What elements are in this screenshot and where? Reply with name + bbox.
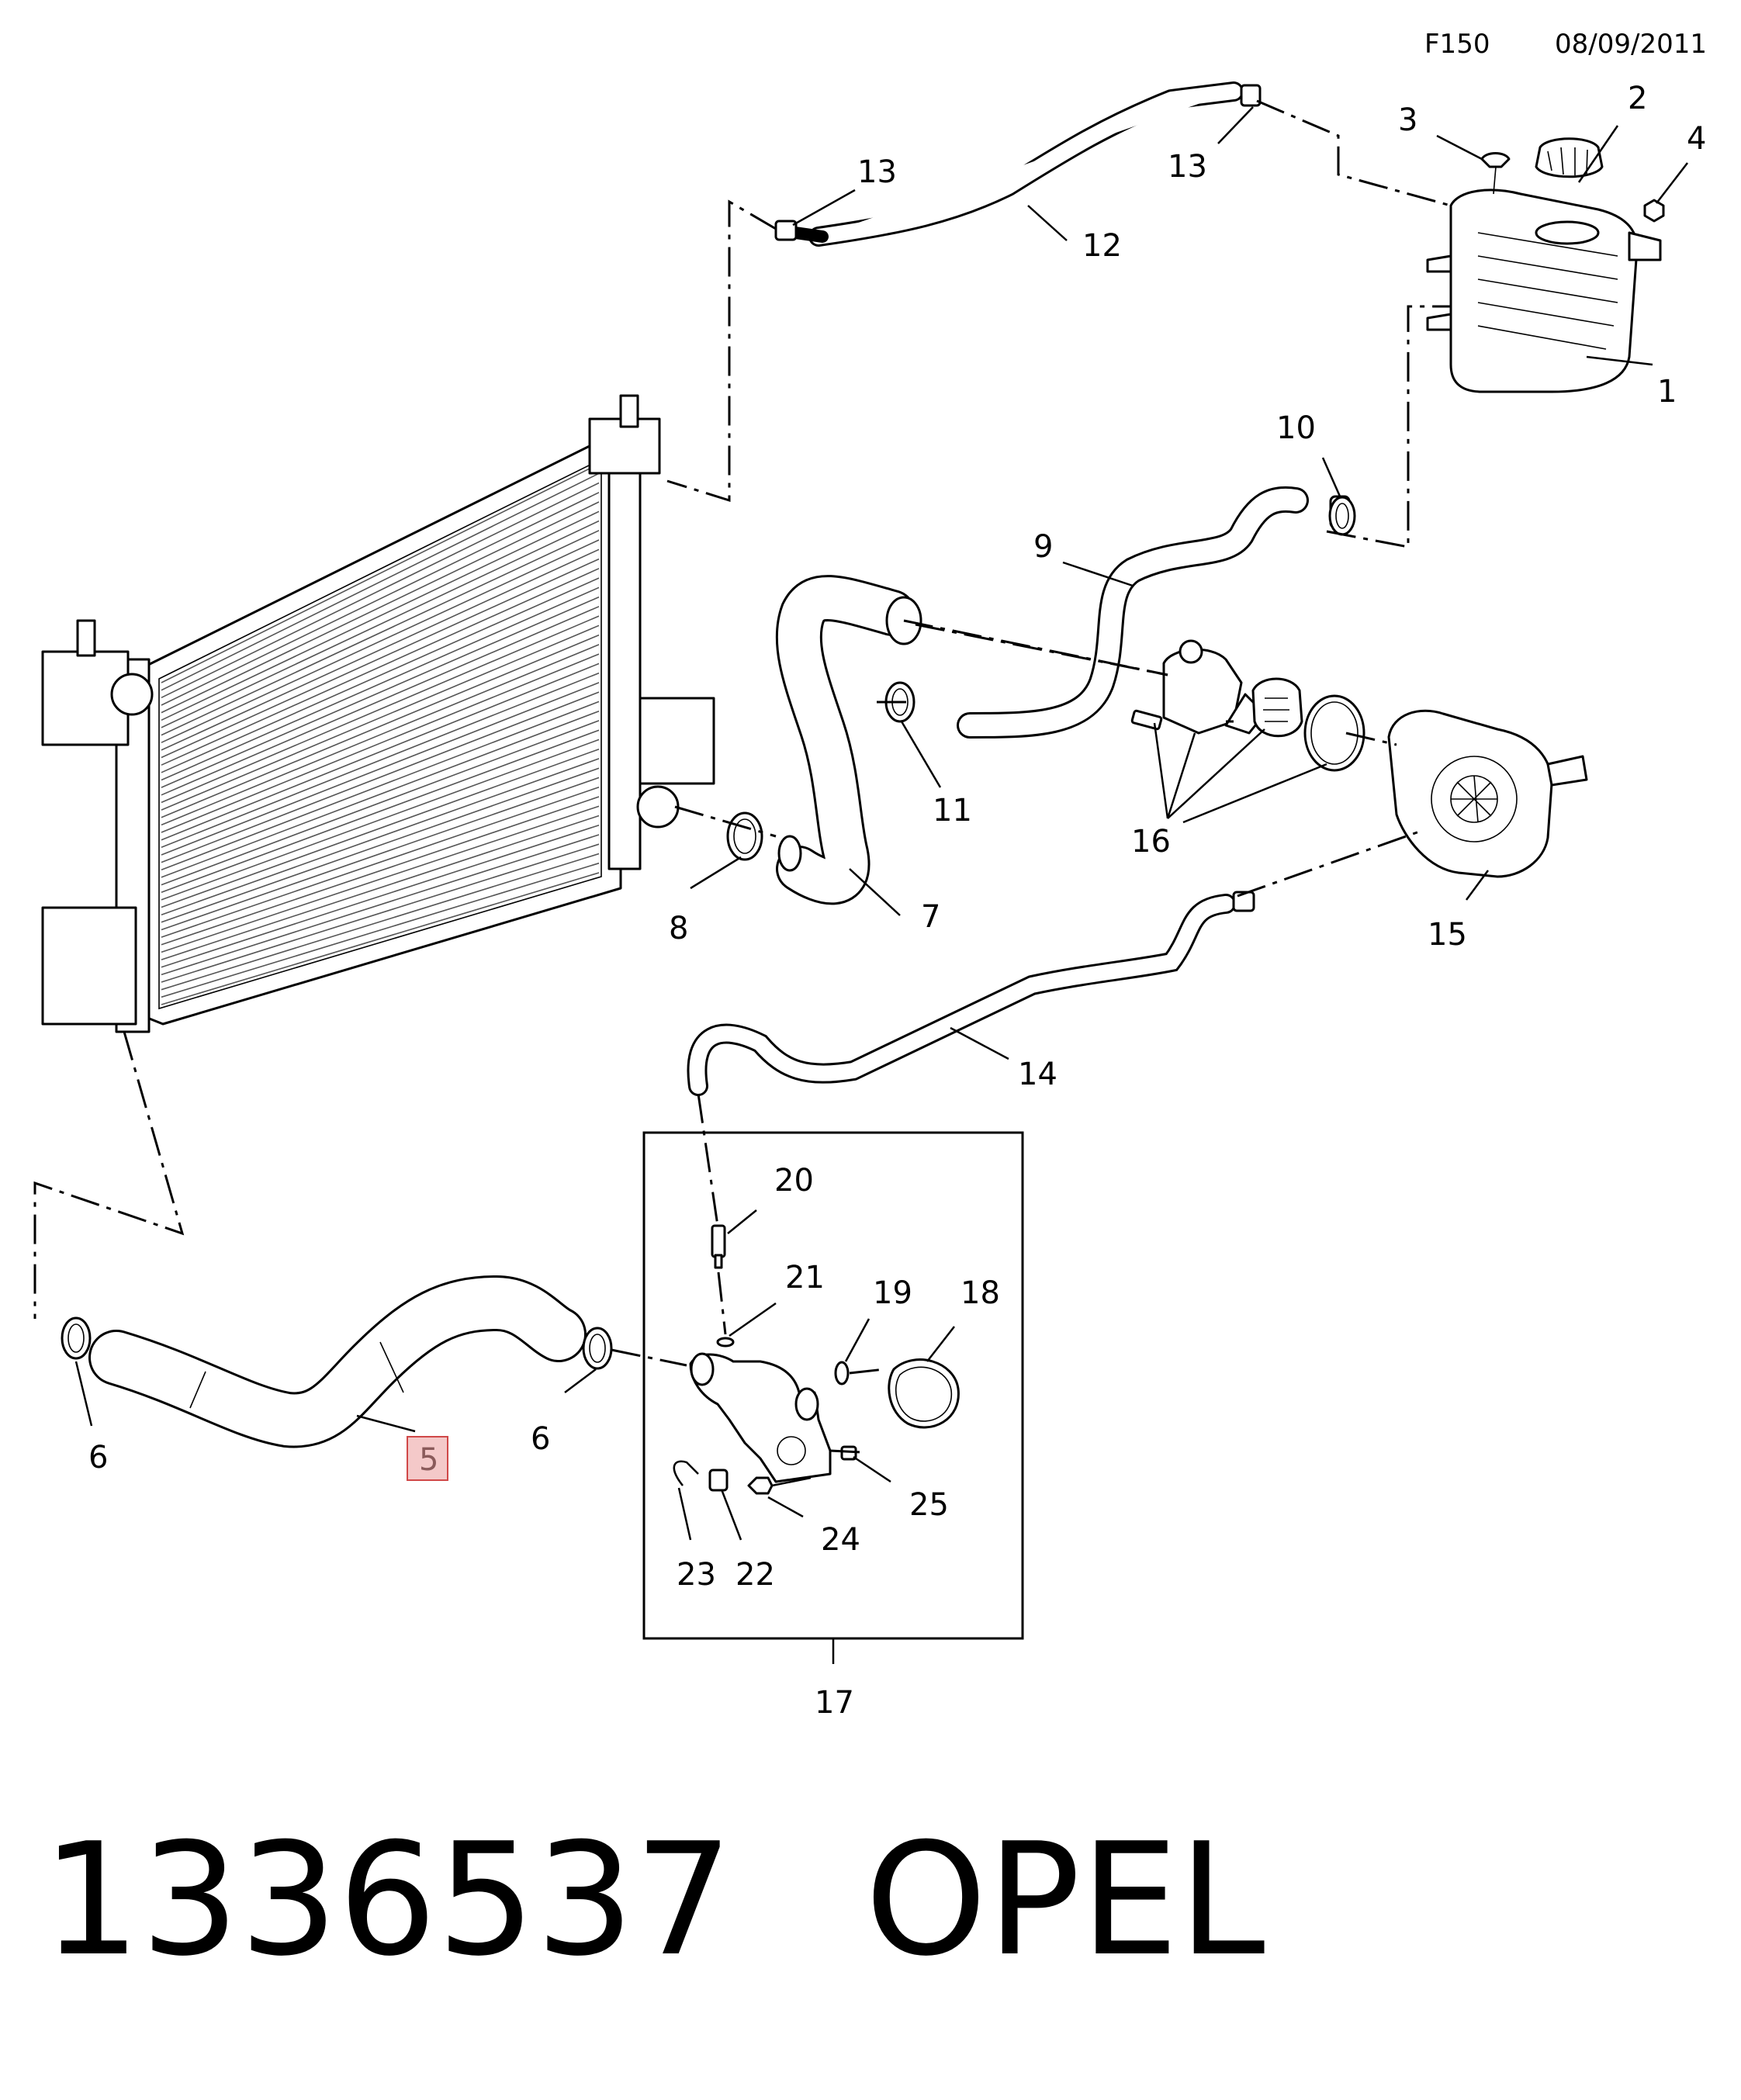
bolt-24 xyxy=(747,1476,812,1495)
nut xyxy=(1643,199,1665,223)
diagram-date: 08/09/2011 xyxy=(1555,29,1707,60)
callout-20: 20 xyxy=(774,1163,814,1199)
callout-10: 10 xyxy=(1276,410,1316,446)
callout-7: 7 xyxy=(921,899,940,935)
leader-lines xyxy=(74,106,1688,1541)
callout-1: 1 xyxy=(1657,374,1677,410)
hose-12 xyxy=(774,81,1262,247)
callout-6-right: 6 xyxy=(531,1421,550,1457)
hose-14 xyxy=(687,891,1255,1096)
callout-24: 24 xyxy=(821,1522,860,1558)
clamp-6-right xyxy=(582,1327,613,1370)
callout-8: 8 xyxy=(669,911,688,946)
expansion-tank xyxy=(1426,189,1662,393)
callout-4: 4 xyxy=(1687,121,1706,157)
connection-lines xyxy=(33,99,1452,1454)
callout-14: 14 xyxy=(1018,1057,1057,1092)
callout-2: 2 xyxy=(1628,81,1647,116)
hose-5 xyxy=(88,1275,587,1448)
plug-22 xyxy=(708,1469,729,1492)
clamp-6-left xyxy=(61,1316,92,1360)
callout-25: 25 xyxy=(909,1487,949,1523)
callout-16: 16 xyxy=(1131,824,1171,860)
callout-15: 15 xyxy=(1428,917,1467,953)
o-ring-21 xyxy=(716,1337,735,1348)
radiator xyxy=(41,394,715,1033)
callout-12: 12 xyxy=(1082,228,1122,264)
callout-5-highlight xyxy=(407,1436,448,1481)
clamp-8 xyxy=(726,811,763,861)
clamp-10 xyxy=(1328,496,1356,536)
callout-17: 17 xyxy=(815,1685,854,1721)
water-pump xyxy=(1387,709,1588,878)
filler-cap xyxy=(1535,137,1604,178)
callout-13-left: 13 xyxy=(857,154,897,190)
part-number: 1336537 xyxy=(42,1810,733,1991)
callout-9: 9 xyxy=(1033,529,1053,565)
callout-5: 5 xyxy=(419,1442,438,1478)
callout-19: 19 xyxy=(873,1275,912,1311)
callout-23: 23 xyxy=(677,1557,716,1593)
callout-6-left: 6 xyxy=(88,1440,108,1476)
gasket-18 xyxy=(888,1358,960,1429)
sensor-20 xyxy=(711,1224,726,1269)
callout-13-right: 13 xyxy=(1168,149,1207,185)
brand-name: OPEL xyxy=(864,1810,1265,1991)
callouts: 1 2 3 4 5 6 6 7 8 9 10 11 12 13 13 14 15… xyxy=(88,81,1706,1721)
callout-22: 22 xyxy=(736,1557,775,1593)
level-sensor xyxy=(1480,152,1511,195)
hose-7 xyxy=(775,575,922,905)
callout-11: 11 xyxy=(933,793,972,829)
coolant-outlet-housing xyxy=(689,1352,832,1483)
diagram-code: F150 xyxy=(1424,29,1490,60)
o-ring-19 xyxy=(834,1361,850,1386)
callout-3: 3 xyxy=(1398,102,1417,138)
callout-21: 21 xyxy=(785,1260,825,1296)
thermostat-housing xyxy=(1130,639,1365,772)
clip-23 xyxy=(673,1460,699,1486)
callout-18: 18 xyxy=(960,1275,1000,1311)
